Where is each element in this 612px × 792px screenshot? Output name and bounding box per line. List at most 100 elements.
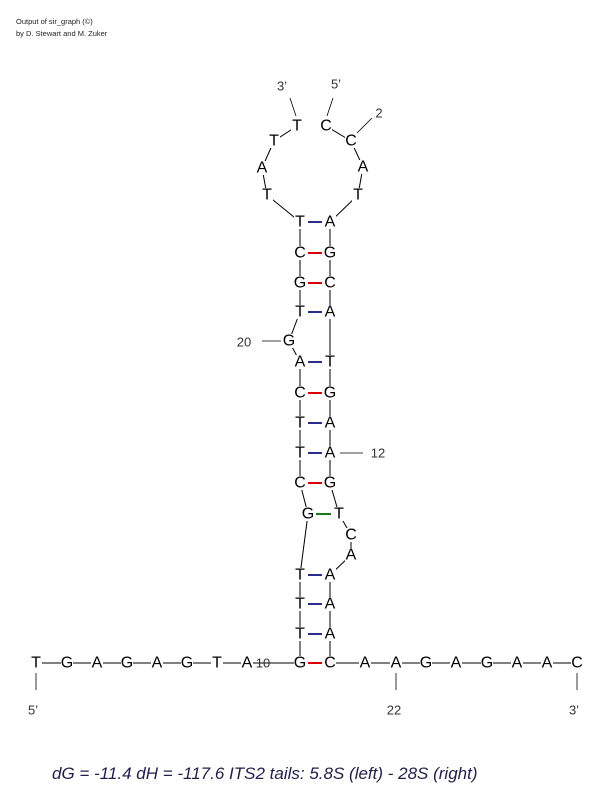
header-line-1: Output of sir_graph (©) [16,17,93,26]
nucleotide-backdrop [91,656,103,670]
nucleotide-backdrop [324,416,336,430]
nucleotide-backdrop [324,656,336,670]
nucleotide-backdrop [294,246,306,260]
nucleotide-backdrop [294,386,306,400]
nucleotide-backdrop [302,507,314,521]
nucleotide: A [542,655,553,672]
nucleotide-backdrop [256,161,268,175]
nucleotide: A [325,567,336,584]
nucleotide-backdrop [324,568,336,582]
nucleotide: A [325,626,336,643]
nucleotide: T [353,187,363,204]
nucleotide: T [325,354,335,371]
position-label: 12 [371,446,385,461]
nucleotide: A [360,655,371,672]
label-tick [289,97,297,117]
nucleotide-backdrop [241,656,253,670]
nucleotide: A [295,354,306,371]
label-tick [326,97,334,117]
nucleotide: G [61,655,73,672]
nucleotide: T [295,445,305,462]
nucleotide-backdrop [481,656,493,670]
nucleotide: G [420,655,432,672]
nucleotide: G [121,655,133,672]
nucleotide-backdrop [359,656,371,670]
nucleotide: T [334,506,344,523]
nucleotide-backdrop [211,656,223,670]
nucleotide-backdrop [571,656,583,670]
nucleotide-backdrop [324,386,336,400]
nucleotide: A [92,655,103,672]
nucleotide: A [152,655,163,672]
nucleotide-backdrop [324,476,336,490]
nucleotide-backdrop [345,134,357,148]
nucleotide: G [294,655,306,672]
nucleotide-backdrop [541,656,553,670]
nucleotide-backdrop [294,355,306,369]
nucleotide: A [257,160,268,177]
nucleotide: T [31,655,41,672]
nucleotide-backdrop [294,568,306,582]
nucleotide: T [292,118,302,135]
nucleotide: T [295,214,305,231]
nucleotide-backdrop [294,446,306,460]
nucleotide-backdrop [324,246,336,260]
nucleotide: A [346,547,357,564]
nucleotide-backdrop [324,597,336,611]
nucleotide: T [295,304,305,321]
strand-end-label: 5’ [28,703,38,718]
nucleotide-backdrop [333,507,345,521]
nucleotide-backdrop [294,276,306,290]
nucleotide: G [294,275,306,292]
nucleotide-backdrop [345,528,357,542]
strand-end-label: 3’ [569,703,579,718]
nucleotide-backdrop [324,627,336,641]
nucleotide-backdrop [294,416,306,430]
nucleotide: C [324,275,336,292]
position-label: 20 [237,335,251,350]
strand-end-label: 3’ [277,79,287,94]
nucleotide: T [262,187,272,204]
nucleotide: T [295,596,305,613]
nucleotide: T [295,567,305,584]
nucleotide: G [181,655,193,672]
nucleotide-backdrop [121,656,133,670]
nucleotide-backdrop [324,215,336,229]
nucleotide: C [345,133,357,150]
nucleotide: T [269,133,279,150]
nucleotide-backdrop [30,656,42,670]
nucleotide-backdrop [324,355,336,369]
nucleotide-backdrop [261,188,273,202]
nucleotide: G [324,385,336,402]
nucleotide-backdrop [324,276,336,290]
nucleotide: G [302,506,314,523]
nucleotide: G [324,245,336,262]
nucleotide-backdrop [294,215,306,229]
nucleotide: C [571,655,583,672]
nucleotide-backdrop [181,656,193,670]
nucleotide-backdrop [268,134,280,148]
nucleotide: G [324,475,336,492]
nucleotide-backdrop [151,656,163,670]
nucleotide: A [512,655,523,672]
nucleotide: A [325,304,336,321]
nucleotide: T [295,626,305,643]
nucleotide: A [391,655,402,672]
nucleotide: C [324,655,336,672]
nucleotide: A [358,159,369,176]
nucleotide: A [325,596,336,613]
nucleotide: A [242,655,253,672]
nucleotide: T [295,415,305,432]
energy-summary: dG = -11.4 dH = -117.6 ITS2 tails: 5.8S … [52,764,478,783]
nucleotide-backdrop [283,334,295,348]
nucleotide-backdrop [352,188,364,202]
nucleotide: A [451,655,462,672]
backbone-link [299,513,309,576]
nucleotide-backdrop [390,656,402,670]
nucleotide-backdrop [294,476,306,490]
strand-end-label: 5’ [331,77,341,92]
nucleotide: C [294,475,306,492]
nucleotide: C [294,245,306,262]
nucleotide-backdrop [294,597,306,611]
